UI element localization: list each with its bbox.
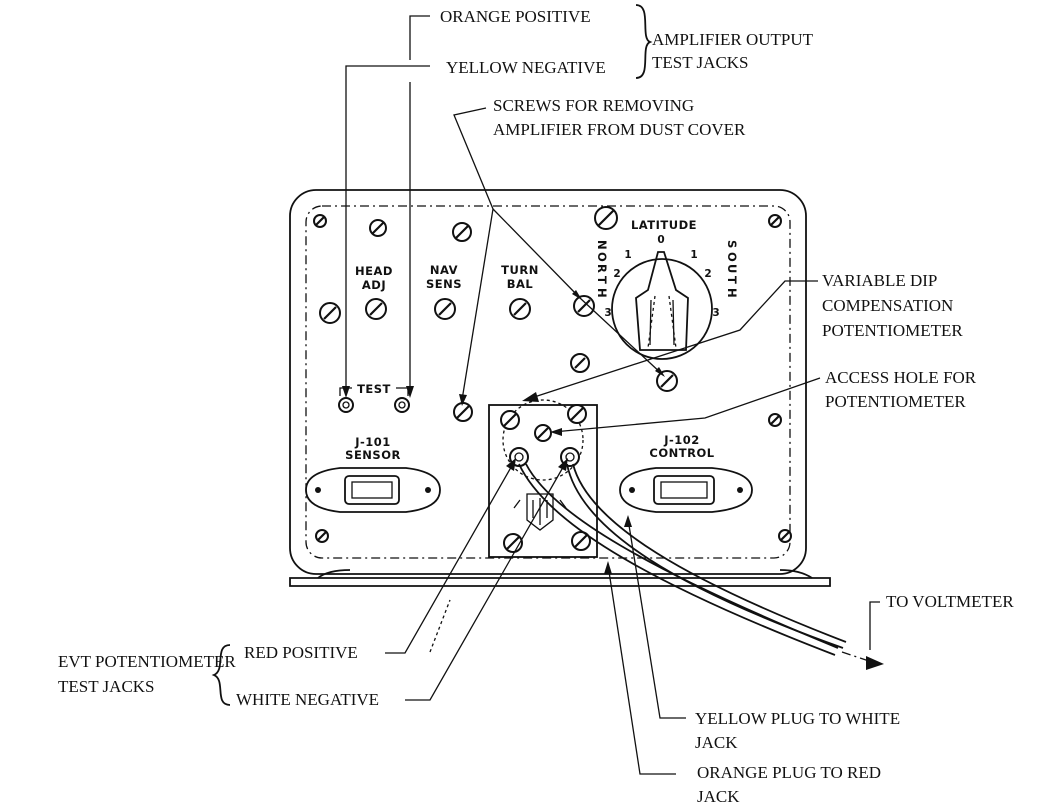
label-variable-dip-1: VARIABLE DIP: [822, 271, 937, 290]
label-evt-1: EVT POTENTIOMETER: [58, 652, 236, 671]
corner-screw-top-left: [313, 214, 327, 228]
svg-text:T: T: [725, 276, 739, 284]
callout-leaders: [211, 4, 880, 775]
corner-screw-bottom-left: [315, 529, 329, 543]
svg-text:R: R: [595, 264, 609, 273]
corner-screw-bottom-right: [778, 529, 792, 543]
j101-label-2: SENSOR: [345, 448, 401, 462]
label-yellow-plug-1: YELLOW PLUG TO WHITE: [695, 709, 900, 728]
j101-label-1: J-101: [354, 435, 391, 449]
label-amplifier-output-2: TEST JACKS: [652, 53, 749, 72]
panel-screw-lower-left: [453, 402, 473, 422]
j102-control-connector[interactable]: [619, 467, 753, 513]
label-orange-plug-1: ORANGE PLUG TO RED: [697, 763, 881, 782]
label-red-positive: RED POSITIVE: [244, 643, 358, 662]
label-to-voltmeter: TO VOLTMETER: [886, 592, 1014, 611]
amplifier-case: [289, 189, 807, 575]
dial-number-right-3: 3: [712, 307, 719, 319]
evt-dashed-outline: [502, 399, 584, 481]
label-yellow-plug-2: JACK: [695, 733, 738, 752]
evt-access-plate: [488, 404, 598, 558]
test-jack-orange[interactable]: [338, 397, 354, 413]
svg-text:S: S: [725, 240, 739, 249]
base-feet: [317, 569, 813, 579]
turn-bal-label-2: BAL: [507, 277, 534, 291]
dial-number-0: 0: [657, 234, 664, 246]
label-screws-1: SCREWS FOR REMOVING: [493, 96, 694, 115]
svg-text:H: H: [595, 288, 609, 298]
label-screws-2: AMPLIFIER FROM DUST COVER: [493, 120, 746, 139]
nav-sens-pot[interactable]: [434, 298, 456, 320]
latitude-label: LATITUDE: [631, 218, 697, 232]
voltmeter-leads: [518, 463, 884, 670]
north-label: N O R T H: [595, 240, 609, 298]
j102-label-2: CONTROL: [649, 446, 714, 460]
head-adj-pot[interactable]: [365, 298, 387, 320]
label-variable-dip-3: POTENTIOMETER: [822, 321, 963, 340]
j102-label-1: J-102: [663, 433, 700, 447]
latitude-knob[interactable]: [635, 251, 689, 351]
label-access-hole-1: ACCESS HOLE FOR: [825, 368, 977, 387]
latitude-dial[interactable]: [611, 258, 713, 360]
corner-screw-top-right: [768, 214, 782, 228]
svg-text:O: O: [725, 252, 739, 262]
potentiometer-access-hole[interactable]: [534, 424, 552, 442]
dial-number-left-1: 1: [624, 249, 631, 261]
plate-screw-top-left: [500, 410, 520, 430]
panel-screw-top-1: [369, 219, 387, 237]
label-orange-plug-2: JACK: [697, 787, 740, 806]
screw-right-mid: [768, 413, 782, 427]
panel-screw-top-3: [594, 206, 618, 230]
svg-text:H: H: [725, 288, 739, 298]
panel-screw-left: [319, 302, 341, 324]
dial-number-right-2: 2: [704, 268, 711, 280]
svg-text:O: O: [595, 252, 609, 262]
turn-bal-pot[interactable]: [509, 298, 531, 320]
dial-number-left-2: 2: [613, 268, 620, 280]
amplifier-unit: HEAD ADJ NAV SENS TURN BAL LATITUDE N O …: [289, 189, 831, 587]
label-yellow-negative: YELLOW NEGATIVE: [446, 58, 606, 77]
test-label: TEST: [357, 382, 391, 396]
svg-text:U: U: [725, 264, 739, 274]
dial-number-right-1: 1: [690, 249, 697, 261]
j101-sensor-connector[interactable]: [305, 467, 441, 513]
label-white-negative: WHITE NEGATIVE: [236, 690, 379, 709]
dial-number-left-3: 3: [604, 307, 611, 319]
head-adj-label-2: ADJ: [362, 278, 386, 292]
front-panel-outline: [305, 205, 791, 559]
nav-sens-label-2: SENS: [426, 277, 462, 291]
svg-text:N: N: [595, 240, 609, 250]
label-evt-2: TEST JACKS: [58, 677, 155, 696]
label-variable-dip-2: COMPENSATION: [822, 296, 953, 315]
removal-screw-upper: [573, 295, 595, 317]
base-plate: [289, 577, 831, 587]
plate-screw-top-right: [567, 404, 587, 424]
label-access-hole-2: POTENTIOMETER: [825, 392, 966, 411]
test-jack-yellow[interactable]: [394, 397, 410, 413]
turn-bal-label-1: TURN: [501, 263, 539, 277]
panel-screw-top-2: [452, 222, 472, 242]
head-adj-label-1: HEAD: [355, 264, 393, 278]
plate-screw-bottom-right: [571, 531, 591, 551]
svg-text:T: T: [595, 276, 609, 284]
label-orange-positive: ORANGE POSITIVE: [440, 7, 591, 26]
removal-screw-lower: [656, 370, 678, 392]
nav-sens-label-1: NAV: [430, 263, 458, 277]
south-label: S O U T H: [725, 240, 739, 298]
panel-screw-mid: [570, 353, 590, 373]
label-amplifier-output-1: AMPLIFIER OUTPUT: [652, 30, 814, 49]
